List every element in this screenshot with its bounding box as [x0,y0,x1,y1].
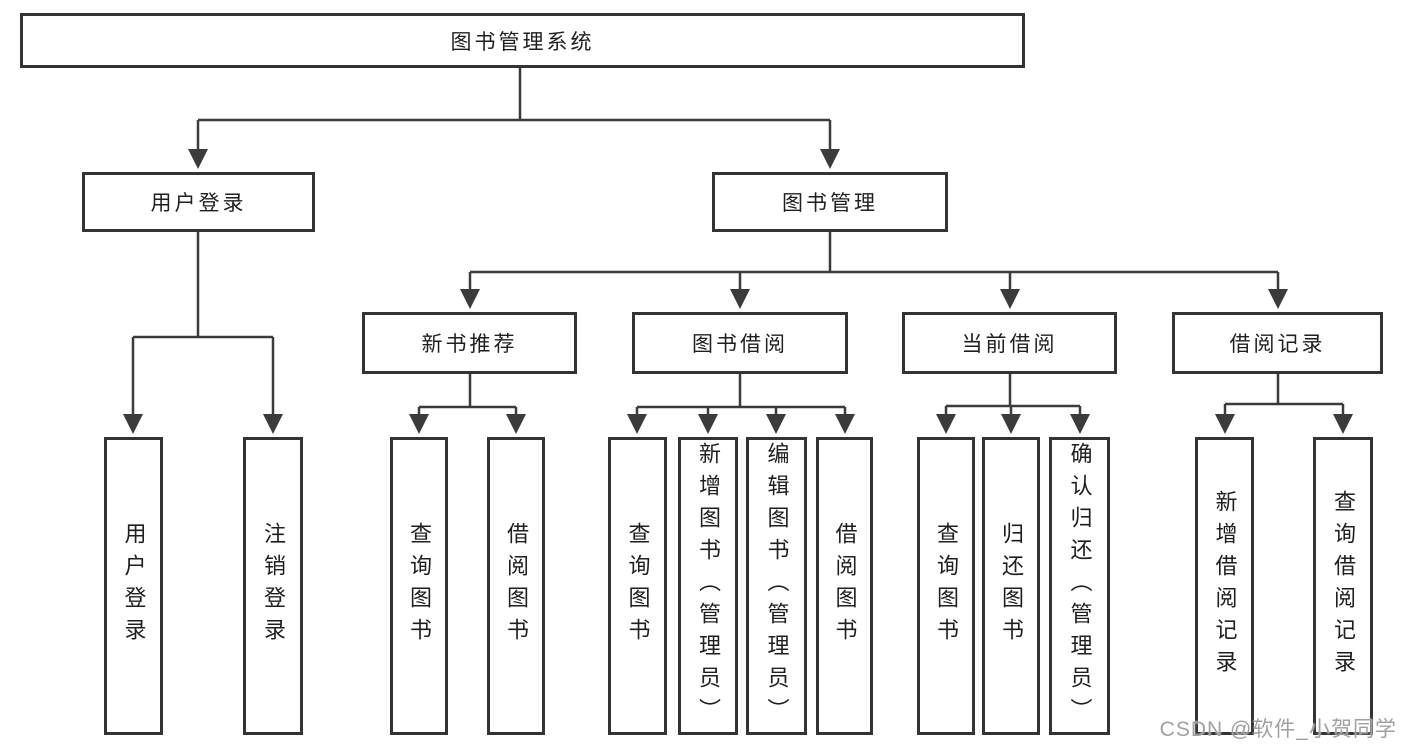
node-user-login: 用户登录 [82,172,315,232]
node-current-borrowing: 当前借阅 [902,312,1117,374]
leaf-query-borrow-record-label: 查询借阅记录 [1331,490,1356,682]
leaf-user-login-label: 用户登录 [121,522,147,650]
leaf-query-books-current: 查询图书 [917,437,975,735]
leaf-query-books-recommend-label: 查询图书 [407,522,432,650]
leaf-add-book-admin: 新增图书（管理员） [678,437,738,735]
leaf-return-books: 归还图书 [982,437,1040,735]
leaf-query-borrow-record: 查询借阅记录 [1313,437,1373,735]
leaf-query-books-current-label: 查询图书 [934,522,959,650]
leaf-add-book-admin-label: 新增图书（管理员） [696,442,721,730]
leaf-borrow-books-recommend-label: 借阅图书 [504,522,529,650]
node-new-book-recommendation: 新书推荐 [362,312,577,374]
node-library-management-system: 图书管理系统 [20,13,1025,68]
leaf-return-books-label: 归还图书 [999,522,1024,650]
node-book-borrowing: 图书借阅 [632,312,848,374]
leaf-query-books-recommend: 查询图书 [390,437,448,735]
leaf-borrow-books-borrowing-label: 借阅图书 [832,522,858,650]
leaf-logout-label: 注销登录 [261,522,286,650]
node-book-management: 图书管理 [712,172,948,232]
leaf-logout: 注销登录 [243,437,303,735]
leaf-confirm-return-admin-label: 确认归还（管理员） [1067,442,1093,730]
leaf-add-borrow-record: 新增借阅记录 [1195,437,1254,735]
node-borrowing-records: 借阅记录 [1172,312,1383,374]
leaf-add-borrow-record-label: 新增借阅记录 [1212,490,1238,682]
leaf-borrow-books-borrowing: 借阅图书 [816,437,873,735]
leaf-edit-book-admin: 编辑图书（管理员） [746,437,807,735]
leaf-confirm-return-admin: 确认归还（管理员） [1049,437,1110,735]
leaf-query-books-borrowing: 查询图书 [608,437,667,735]
leaf-user-login: 用户登录 [104,437,163,735]
leaf-query-books-borrowing-label: 查询图书 [625,522,651,650]
watermark-text: CSDN @软件_小贺同学 [1159,718,1397,741]
leaf-edit-book-admin-label: 编辑图书（管理员） [764,442,790,730]
leaf-borrow-books-recommend: 借阅图书 [487,437,545,735]
